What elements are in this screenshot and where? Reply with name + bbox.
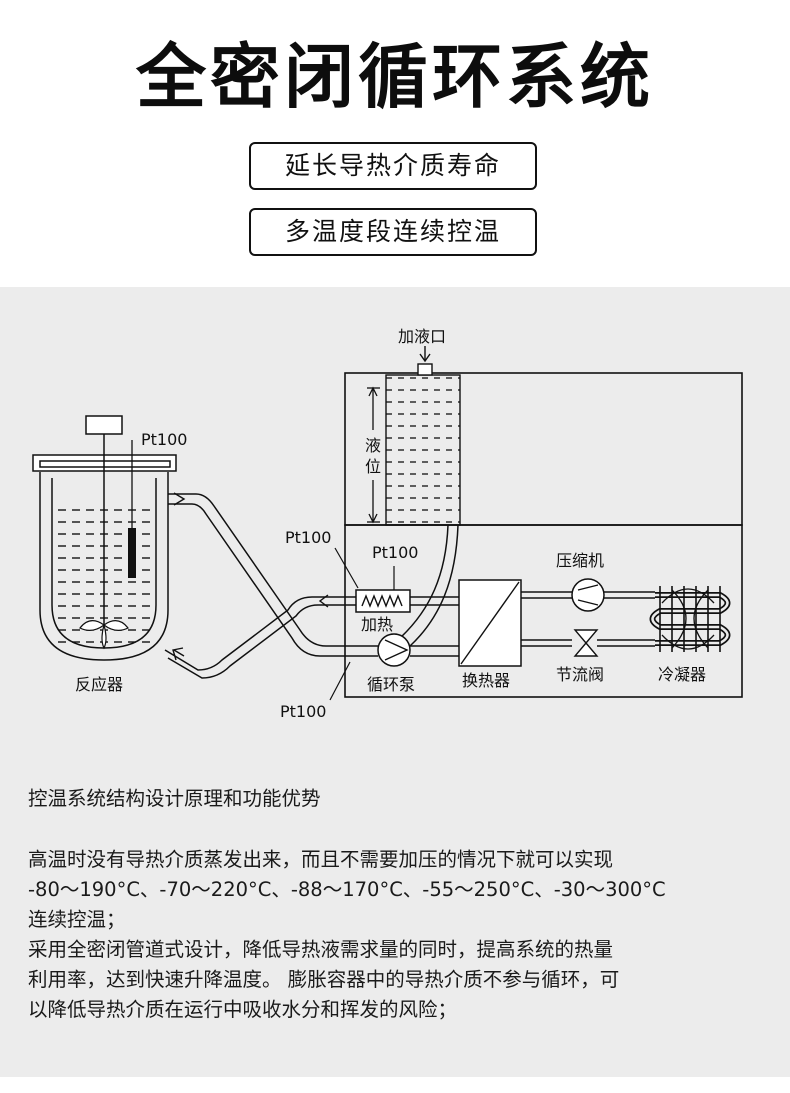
- reactor-temperature-probe: [128, 440, 136, 578]
- description-body: 高温时没有导热介质蒸发出来，而且不需要加压的情况下就可以实现 -80～190°C…: [28, 845, 768, 1025]
- liquid-level-label-1: 液: [365, 436, 381, 455]
- compressor: [571, 578, 605, 612]
- pt100-reactor-label: Pt100: [141, 430, 187, 449]
- page-title: 全密闭循环系统: [136, 36, 654, 118]
- flow-arrows: [172, 492, 329, 661]
- description-line: -80～190°C、-70～220°C、-88～170°C、-55～250°C、…: [28, 878, 666, 901]
- throttle-valve: [573, 629, 599, 657]
- machine-housing: [344, 372, 743, 698]
- system-diagram: 加液口 液 位 Pt100 反应器: [32, 327, 743, 721]
- expansion-tank: [385, 346, 461, 526]
- condenser: [649, 586, 731, 652]
- fill-port-label: 加液口: [398, 327, 446, 346]
- liquid-level-label-2: 位: [365, 457, 381, 476]
- header-section: 全密闭循环系统 延长导热介质寿命 多温度段连续控温: [0, 0, 790, 285]
- throttle-valve-label: 节流阀: [556, 665, 604, 684]
- description-line: 连续控温；: [28, 908, 126, 931]
- reactor-label: 反应器: [75, 675, 123, 694]
- pt100-heater-label: Pt100: [372, 543, 418, 562]
- internal-pipes: [410, 591, 655, 657]
- crossing-pipes: [164, 493, 378, 679]
- feature-badge-lifespan: 延长导热介质寿命: [249, 142, 537, 190]
- heater-label: 加热: [361, 615, 393, 634]
- description-title: 控温系统结构设计原理和功能优势: [28, 787, 321, 810]
- circulation-pump: [377, 633, 411, 667]
- pt100-left-label: Pt100: [285, 528, 331, 547]
- description-line: 以降低导热介质在运行中吸收水分和挥发的风险；: [28, 998, 458, 1021]
- reactor: [32, 415, 177, 661]
- compressor-label: 压缩机: [556, 551, 604, 570]
- condenser-label: 冷凝器: [658, 665, 706, 684]
- heat-exchanger: [458, 579, 522, 667]
- heat-exchanger-label: 换热器: [462, 671, 510, 690]
- description-line: 利用率，达到快速升降温度。 膨胀容器中的导热介质不参与循环，可: [28, 968, 620, 991]
- pt100-bottom-label: Pt100: [280, 702, 326, 721]
- tank-return-pipe: [399, 524, 459, 647]
- agitator: [79, 620, 129, 650]
- feature-badge-temperature: 多温度段连续控温: [249, 208, 537, 256]
- heater: [355, 566, 411, 613]
- description-line: 高温时没有导热介质蒸发出来，而且不需要加压的情况下就可以实现: [28, 848, 614, 871]
- description-line: 采用全密闭管道式设计，降低导热液需求量的同时，提高系统的热量: [28, 938, 614, 961]
- pump-label: 循环泵: [367, 675, 415, 694]
